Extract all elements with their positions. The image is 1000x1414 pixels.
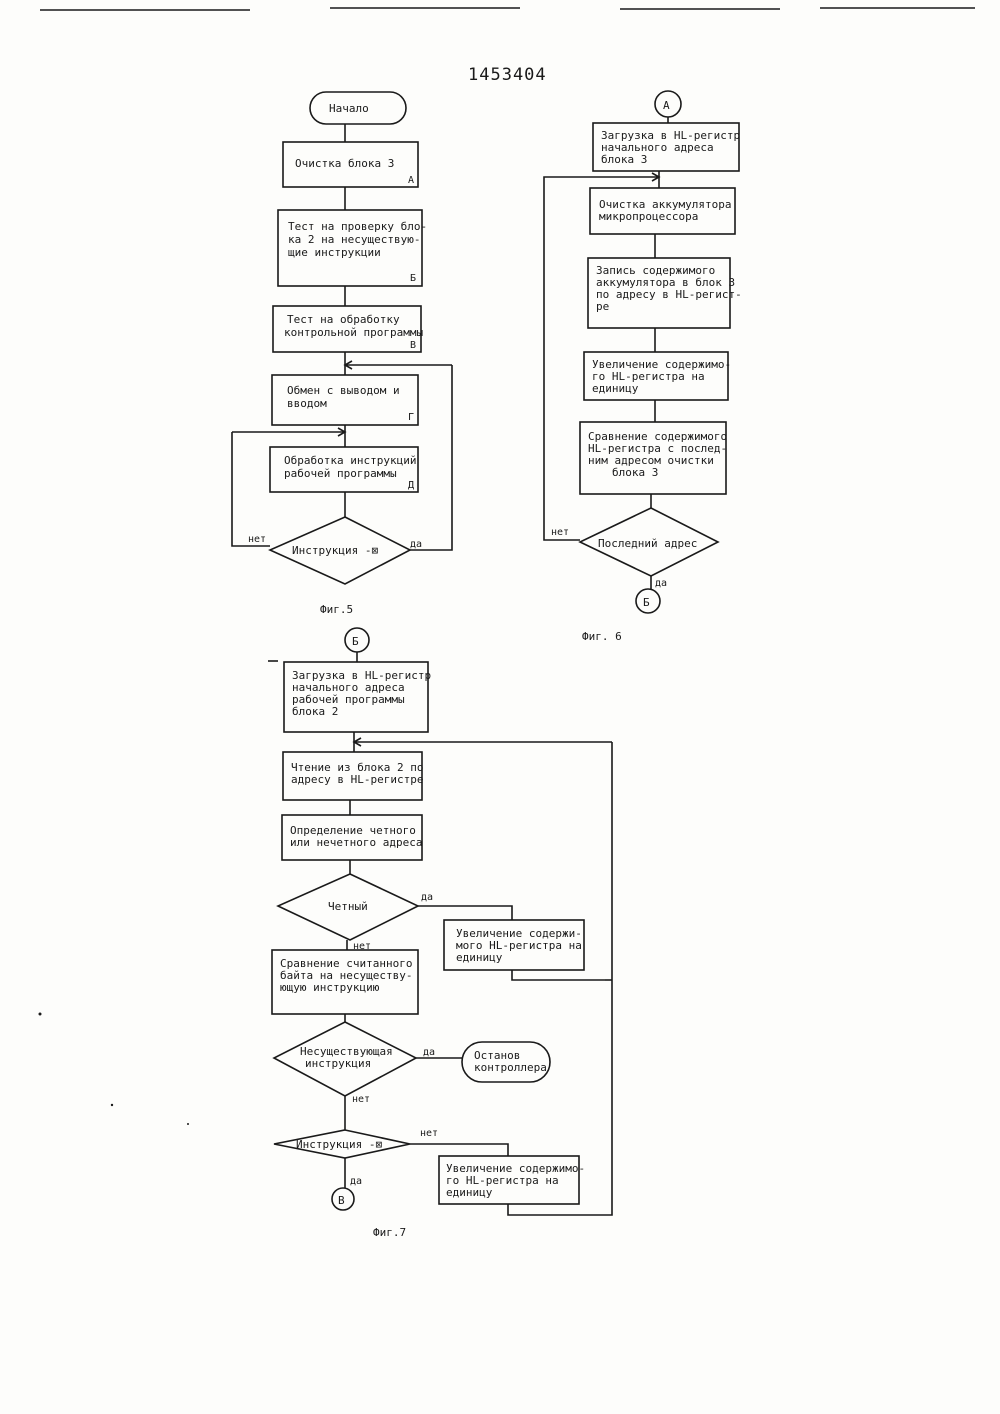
no-branch-line: [544, 177, 580, 540]
fig5-block-d-line2: рабочей программы: [284, 467, 397, 480]
fig5-block-a-text: Очистка блока 3: [295, 157, 394, 170]
yes-branch-line: [418, 906, 512, 920]
fig5-block-a-tag: А: [408, 175, 414, 186]
fig5-block-v-line2: контрольной программы: [284, 326, 423, 339]
fig6-connector-b-label: Б: [643, 596, 650, 609]
side1-return-line: [512, 970, 605, 980]
fig6-block-3-line3: по адресу в HL-регист-: [596, 288, 742, 301]
fig7-block-3-line2: или нечетного адреса: [290, 836, 422, 849]
scan-speck: [111, 1104, 113, 1106]
fig5-block-v-tag: В: [410, 340, 416, 351]
scan-speck: [187, 1123, 189, 1125]
fig5-no-label: нет: [248, 534, 266, 545]
fig5-block-b-line3: щие инструкции: [288, 246, 381, 259]
fig7-d1-yes-label: да: [421, 892, 433, 903]
fig7-d2-no-label: нет: [352, 1094, 370, 1105]
no-branch-line: [410, 1144, 508, 1156]
fig7-d3-yes-label: да: [350, 1176, 362, 1187]
fig6-yes-label: да: [655, 578, 667, 589]
fig5-decision-label: Инструкция -⊠: [292, 544, 378, 557]
fig5-start-label: Начало: [329, 102, 369, 115]
fig6-no-label: нет: [551, 527, 569, 538]
fig7-block-2-line2: адресу в HL-регистре: [291, 773, 423, 786]
fig7-side2-line3: единицу: [446, 1186, 493, 1199]
no-branch-line: [232, 432, 270, 546]
fig5-block-b-line1: Тест на проверку бло-: [288, 220, 427, 233]
fig6-caption: Фиг. 6: [582, 630, 622, 643]
figure-5: Начало Очистка блока 3 А Тест на проверк…: [232, 92, 452, 616]
fig5-caption: Фиг.5: [320, 603, 353, 616]
fig5-block-d-line1: Обработка инструкций: [284, 454, 416, 467]
fig7-d1-label: Четный: [328, 900, 368, 913]
fig5-yes-label: да: [410, 539, 422, 550]
fig7-d2-yes-label: да: [423, 1047, 435, 1058]
scan-speck: [39, 1013, 42, 1016]
figure-6: А Загрузка в HL-регистр начального адрес…: [544, 91, 742, 643]
fig5-block-d-tag: Д: [408, 480, 414, 491]
fig7-connector-b-label: Б: [352, 635, 359, 648]
fig6-block-2-line2: микропроцессора: [599, 210, 698, 223]
fig5-block-g-tag: Г: [408, 412, 414, 423]
fig6-block-1-line3: блока 3: [601, 153, 647, 166]
fig6-connector-a-label: А: [663, 99, 670, 112]
fig5-block-v-line1: Тест на обработку: [287, 313, 400, 326]
fig6-block-3-line4: ре: [596, 300, 609, 313]
fig5-block-b-tag: Б: [410, 273, 416, 284]
side2-return-line: [508, 742, 612, 1215]
fig7-caption: Фиг.7: [373, 1226, 406, 1239]
fig7-side1-line3: единицу: [456, 951, 503, 964]
fig5-block-g-line1: Обмен с выводом и: [287, 384, 400, 397]
fig7-block-4-line3: ющую инструкцию: [280, 981, 380, 994]
fig7-d3-no-label: нет: [420, 1128, 438, 1139]
fig6-decision-label: Последний адрес: [598, 537, 697, 550]
fig6-block-4-line3: единицу: [592, 382, 639, 395]
fig7-d3-label: Инструкция -⊠: [296, 1138, 382, 1151]
fig7-d2-line2: инструкция: [305, 1057, 371, 1070]
fig6-block-5-line4: блока 3: [612, 466, 658, 479]
fig7-connector-v-label: В: [338, 1194, 345, 1207]
fig5-block-b-line2: ка 2 на несуществую-: [288, 233, 420, 246]
document-number: 1453404: [468, 65, 547, 85]
fig7-block-1-line4: блока 2: [292, 705, 338, 718]
fig5-block-g-line2: вводом: [287, 397, 327, 410]
figure-7: Б Загрузка в HL-регистр начального адрес…: [268, 628, 612, 1239]
fig7-stop-line2: контроллера: [474, 1061, 547, 1074]
